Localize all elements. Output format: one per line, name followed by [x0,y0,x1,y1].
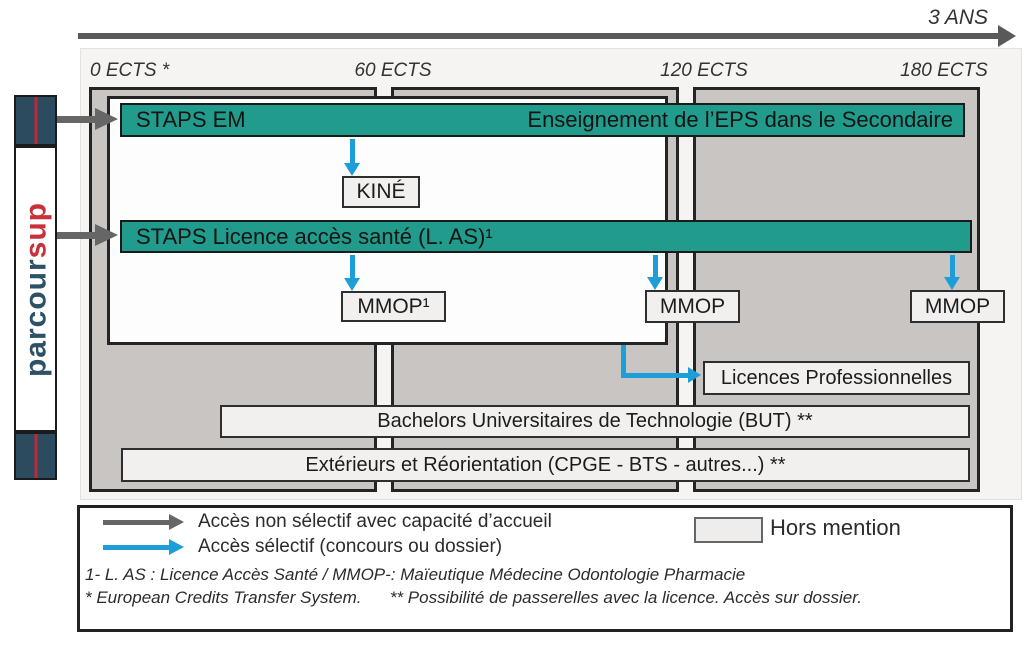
parcoursup-top-block [14,95,57,146]
eps-secondaire-label: Enseignement de l’EPS dans le Secondaire [527,107,953,132]
but-box: Bachelors Universitaires de Technologie … [220,405,970,438]
ects-label-180: 180 ECTS [900,60,988,81]
staps-em-label: STAPS EM [136,107,246,132]
legend-selective-label: Accès sélectif (concours ou dossier) [198,536,503,557]
mmop-year1-box: MMOP¹ [341,291,446,322]
licences-professionnelles-box: Licences Professionnelles [703,361,970,395]
staps-las-bar: STAPS Licence accès santé (L. AS)¹ [120,220,972,253]
selective-arrow-kine-icon [344,163,360,176]
legend-non-selective-label: Accès non sélectif avec capacité d’accue… [198,511,552,532]
timeline-arrow-icon [998,25,1016,47]
non-selective-arrow-em-icon [95,108,118,130]
parcoursup-red-line [34,97,37,144]
legend-selective-arrow-shaft [103,545,169,550]
selective-arrow-mmop1-icon [344,278,360,291]
selective-arrow-mmop2-shaft [653,255,658,278]
mmop-year2-box: MMOP [645,290,740,323]
parcoursup-logo [14,146,57,432]
timeline-arrow-shaft [78,33,1000,39]
mmop-year3-box: MMOP [910,290,1005,323]
ects-label-120: 120 ECTS [660,60,748,81]
elbow-arrow-vertical-shaft [621,345,626,378]
exterieurs-reorientation-box: Extérieurs et Réorientation (CPGE - BTS … [121,448,970,482]
hors-mention-swatch [694,517,763,543]
parcoursup-text-main: parcour [18,257,52,377]
staps-em-bar: STAPS EM Enseignement de l’EPS dans le S… [120,103,965,137]
selective-arrow-mmop3-shaft [950,255,955,278]
parcoursup-text-accent: sup [18,201,52,258]
selective-arrow-mmop2-icon [647,277,663,290]
elbow-arrow-horizontal-shaft [621,373,688,378]
duration-label: 3 ANS [928,6,988,29]
staps-las-label: STAPS Licence accès santé (L. AS)¹ [136,223,493,249]
kine-box: KINÉ [342,176,420,208]
hors-mention-label: Hors mention [770,515,901,540]
elbow-arrow-icon [688,367,701,383]
ects-label-0: 0 ECTS * [90,60,170,81]
parcoursup-bottom-block [14,432,57,480]
selective-arrow-mmop3-icon [944,277,960,290]
parcoursup-red-line [34,434,37,478]
non-selective-arrow-em-shaft [57,116,96,123]
ects-label-60: 60 ECTS [354,60,432,81]
selective-arrow-kine-shaft [350,139,355,165]
footnote-las-mmop: 1- L. AS : Licence Accès Santé / MMOP-: … [85,565,746,584]
footnote-ects-passerelles: * European Credits Transfer System. ** P… [85,588,862,607]
legend-box [77,505,1013,632]
legend-selective-arrow-icon [169,539,184,555]
legend-non-selective-arrow-shaft [103,520,169,525]
selective-arrow-mmop1-shaft [350,255,355,279]
legend-non-selective-arrow-icon [169,514,184,530]
non-selective-arrow-las-icon [95,224,118,246]
non-selective-arrow-las-shaft [57,232,96,239]
